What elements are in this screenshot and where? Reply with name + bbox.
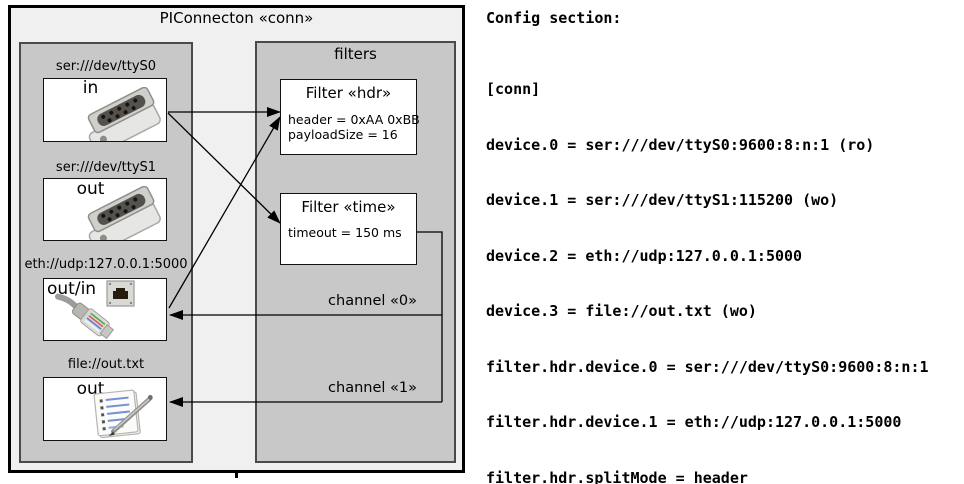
config-line: device.2 = eth://udp:127.0.0.1:5000 — [486, 246, 803, 265]
filters-title: filters — [334, 45, 377, 63]
device-ttys0-port-label: in — [82, 78, 99, 98]
diagram-title: PIConnecton «conn» — [159, 9, 314, 27]
device-eth-label: eth://udp:127.0.0.1:5000 — [24, 257, 188, 272]
serial-connector-icon — [87, 186, 161, 240]
config-line: filter.hdr.device.0 = ser:///dev/ttyS0:9… — [486, 357, 929, 376]
channel-0-label: channel «0» — [328, 293, 417, 309]
config-line: filter.hdr.device.1 = eth://udp:127.0.0.… — [486, 413, 902, 431]
filter-hdr-box — [280, 79, 417, 155]
config-line: device.0 = ser:///dev/ttyS0:9600:8:n:1 (… — [486, 135, 875, 154]
ethernet-cable-icon — [54, 293, 115, 340]
filter-hdr-attr-header: header = 0xAA 0xBB — [288, 112, 420, 127]
filter-time-attr-timeout: timeout = 150 ms — [288, 225, 402, 240]
filter-time-box — [280, 193, 417, 265]
config-line: [conn] — [486, 80, 541, 98]
frame-bottom-notch — [235, 471, 238, 478]
config-line: device.1 = ser:///dev/ttyS1:115200 (wo) — [486, 191, 839, 209]
serial-connector-icon — [87, 87, 161, 141]
notepad-icon — [93, 389, 153, 439]
device-file-label: file://out.txt — [67, 357, 145, 372]
channel-1-label: channel «1» — [328, 380, 417, 396]
filter-time-title: Filter «time» — [301, 198, 396, 216]
config-line: device.3 = file://out.txt (wo) — [486, 302, 757, 320]
config-section-heading: Config section: — [486, 9, 622, 27]
device-eth-port-label: out/in — [47, 279, 97, 299]
filter-hdr-attr-payloadsize: payloadSize = 16 — [288, 127, 398, 142]
ethernet-jack-icon — [106, 280, 135, 307]
device-ttys1-port-label: out — [76, 179, 105, 199]
filter-hdr-title: Filter «hdr» — [305, 84, 392, 102]
config-text-block: [conn] device.0 = ser:///dev/ttyS0:9600:… — [486, 43, 938, 484]
config-line: filter.hdr.splitMode = header — [486, 468, 748, 484]
device-ttys0-label: ser:///dev/ttyS0 — [55, 59, 157, 74]
device-ttys1-label: ser:///dev/ttyS1 — [55, 160, 157, 175]
